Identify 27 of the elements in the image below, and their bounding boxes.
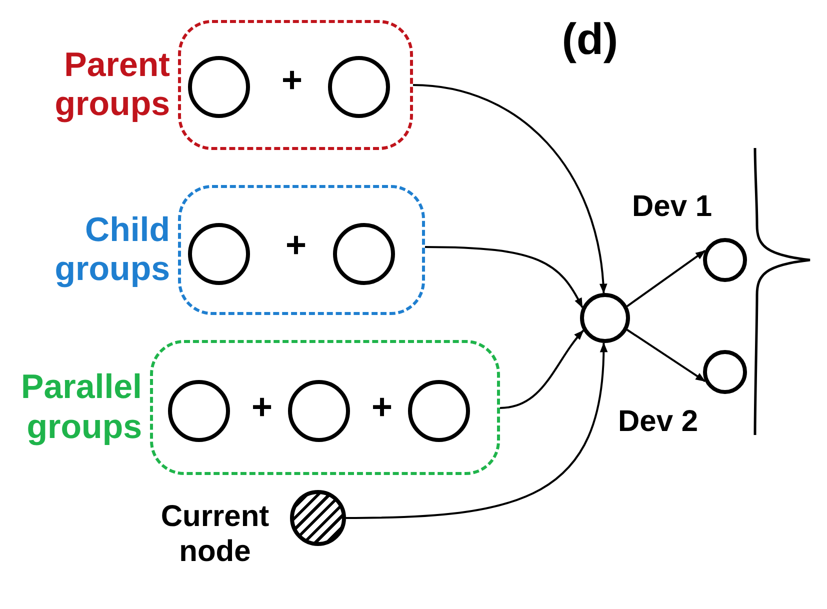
- node-circle: [328, 56, 390, 118]
- node-circle: [580, 293, 630, 343]
- group-label: Child groups: [54, 210, 170, 290]
- node-circle: [703, 238, 747, 282]
- node-caption: Dev 1: [632, 190, 714, 224]
- group-label: Parallel groups: [20, 368, 142, 447]
- plus-sign: +: [250, 385, 274, 429]
- plus-sign: +: [370, 385, 394, 429]
- arrow: [626, 250, 706, 308]
- node-caption: Dev 2: [618, 405, 700, 440]
- node-circle: [188, 56, 250, 118]
- node-circle: [408, 380, 470, 442]
- arrow: [412, 84, 607, 294]
- node-circle: [188, 223, 250, 285]
- plus-sign: +: [280, 58, 304, 102]
- node-circle: [703, 350, 747, 394]
- node-circle: [333, 223, 395, 285]
- arrow: [500, 330, 584, 409]
- arrow: [626, 328, 706, 382]
- arrow: [346, 342, 608, 519]
- plus-sign: +: [284, 223, 308, 267]
- group-label: Parent groups: [54, 46, 170, 124]
- panel-label: (d): [560, 14, 620, 66]
- node-circle: [288, 380, 350, 442]
- node-circle: [168, 380, 230, 442]
- arrow: [424, 246, 584, 308]
- node-caption: Current node: [160, 500, 270, 569]
